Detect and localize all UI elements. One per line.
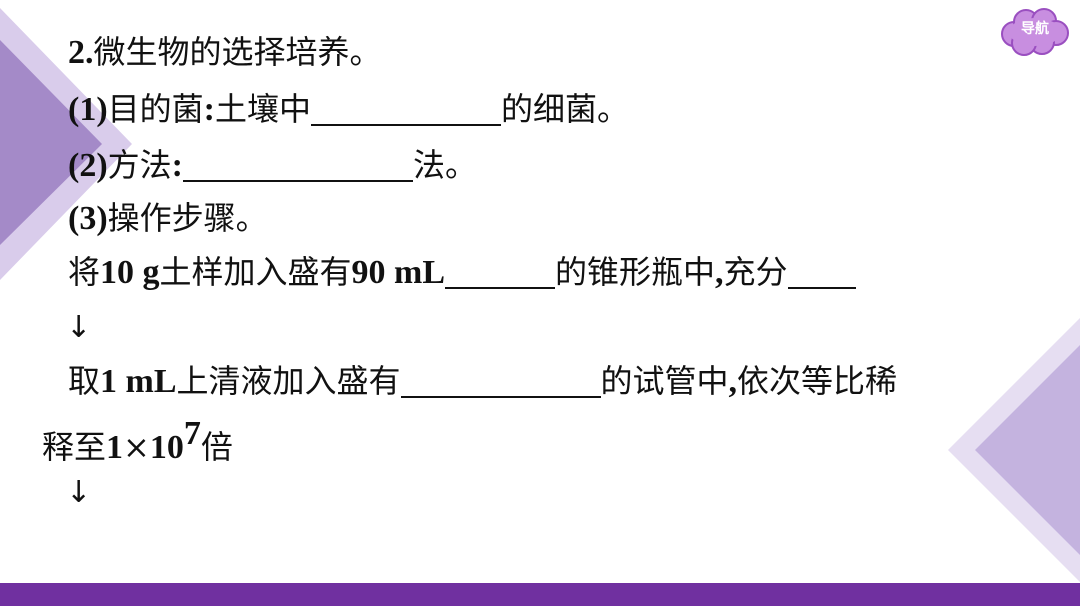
step-2: 取1 mL上清液加入盛有的试管中,依次等比稀 — [68, 362, 898, 400]
flow-arrow: ↓ — [66, 310, 92, 345]
nav-button[interactable]: 导航 — [998, 6, 1072, 56]
step-2-continued: 释至1×107倍 — [42, 415, 233, 466]
nav-label: 导航 — [1021, 21, 1049, 37]
blank-field — [400, 366, 601, 398]
cloud-icon — [1001, 8, 1069, 56]
blank-field — [787, 257, 856, 289]
item-3: (3)操作步骤。 — [68, 199, 268, 237]
flow-arrow: ↓ — [66, 475, 92, 510]
item-1: (1)目的菌:土壤中的细菌。 — [68, 90, 630, 128]
bottom-bar — [0, 583, 1080, 606]
item-2: (2)方法:法。 — [68, 146, 478, 184]
blank-field — [445, 257, 556, 289]
right-triangle-dark — [975, 345, 1080, 555]
blank-field — [311, 94, 502, 126]
blank-field — [183, 150, 413, 182]
section-heading: 2.微生物的选择培养。 — [68, 33, 382, 71]
left-triangle-dark — [0, 40, 102, 245]
